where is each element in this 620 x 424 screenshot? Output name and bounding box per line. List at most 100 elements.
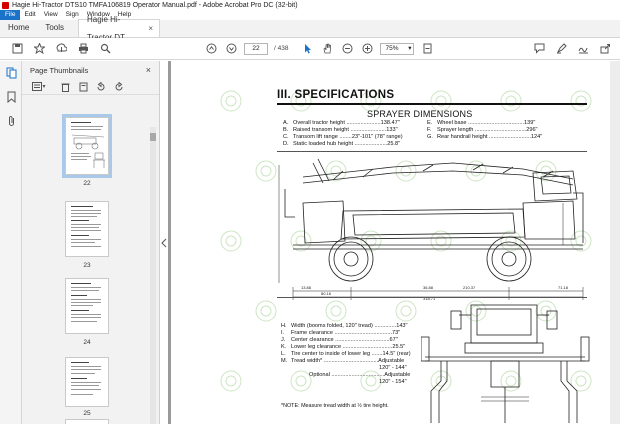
- share-icon[interactable]: [598, 42, 612, 56]
- dimension-label: 13.88: [301, 285, 312, 290]
- menu-view[interactable]: View: [43, 11, 58, 18]
- panel-title: Page Thumbnails: [30, 65, 89, 75]
- tab-document[interactable]: Hagie Hi-Tractor DT... ×: [78, 15, 161, 42]
- zoom-select[interactable]: 75% ▾: [380, 42, 415, 55]
- main-toolbar: 22 / 438 75% ▾: [0, 38, 620, 60]
- dimension-row: F.Sprayer length .......................…: [427, 127, 538, 133]
- dimension-list-left: A.Overall tractor height ...............…: [283, 120, 403, 148]
- menu-bar: File Edit View Sign Window Help: [0, 10, 620, 20]
- dimension-row: A.Overall tractor height ...............…: [283, 120, 400, 126]
- dimension-row: 120" - 154": [379, 379, 407, 385]
- menu-help[interactable]: Help: [117, 11, 132, 18]
- dimension-row: E.Wheel base ...........................…: [427, 120, 536, 126]
- dimension-list-right: E.Wheel base ...........................…: [427, 120, 542, 141]
- close-icon[interactable]: ×: [148, 23, 154, 33]
- menu-file[interactable]: File: [0, 10, 21, 20]
- left-nav-rail: [0, 61, 22, 424]
- dimension-row: H.Width (booms folded, 120" tread) .....…: [281, 323, 408, 329]
- dimension-row: L.Tire center to inside of lower leg ...…: [281, 351, 411, 357]
- attachment-icon[interactable]: [0, 109, 22, 133]
- thumbnail-page[interactable]: [65, 201, 109, 257]
- dimension-row: I.Frame clearance ......................…: [281, 330, 401, 336]
- chevron-down-icon: ▾: [42, 84, 46, 90]
- dimension-label: 80.16: [321, 291, 332, 296]
- menu-sign[interactable]: Sign: [65, 11, 79, 18]
- close-icon[interactable]: ×: [145, 65, 151, 75]
- dimension-row: J.Center clearance .....................…: [281, 337, 398, 343]
- heading-rule: [277, 103, 587, 105]
- chevron-down-icon: ▾: [408, 44, 412, 52]
- page-down-icon[interactable]: [224, 42, 238, 56]
- dimension-row: G.Rear handrail height .................…: [427, 134, 543, 140]
- fit-page-icon[interactable]: [420, 42, 434, 56]
- zoom-value: 75%: [385, 44, 399, 52]
- save-icon[interactable]: [10, 42, 24, 56]
- hand-icon[interactable]: [320, 42, 334, 56]
- dimension-label: 36.88: [423, 285, 434, 290]
- document-scrollbar[interactable]: [610, 61, 620, 424]
- scrollbar-thumb[interactable]: [150, 133, 156, 141]
- document-view[interactable]: III. SPECIFICATIONS SPRAYER DIMENSIONS A…: [168, 61, 620, 424]
- rotate-left-icon[interactable]: [96, 81, 106, 93]
- section-divider: [277, 297, 587, 298]
- print-icon[interactable]: [76, 42, 90, 56]
- page-thumbnails-panel: Page Thumbnails × ▾ 22: [22, 61, 160, 424]
- tread-width-footnote: *NOTE: Measure tread width at ½ tire hei…: [281, 403, 389, 409]
- menu-window[interactable]: Window: [86, 11, 110, 18]
- zoom-out-icon[interactable]: [340, 42, 354, 56]
- tab-tools[interactable]: Tools: [45, 23, 65, 32]
- sign-icon[interactable]: [576, 42, 590, 56]
- acrobat-icon: [2, 1, 9, 9]
- thumbnail-label: 23: [83, 262, 91, 269]
- section-divider: [277, 151, 587, 152]
- pdf-page: III. SPECIFICATIONS SPRAYER DIMENSIONS A…: [171, 61, 611, 424]
- dimension-label: 71.18: [558, 285, 569, 290]
- comment-icon[interactable]: [532, 42, 546, 56]
- dimension-row: D.Static loaded hub height .............…: [283, 141, 401, 147]
- section-heading: III. SPECIFICATIONS: [277, 89, 395, 101]
- dimension-row: Optional ...............................…: [309, 372, 411, 378]
- thumbnail-scrollbar[interactable]: [150, 127, 156, 424]
- page-number-input[interactable]: 22: [244, 42, 268, 55]
- dimension-list-lower: H.Width (booms folded, 120" tread) .....…: [281, 323, 411, 386]
- dimension-row: C.Transom lift range ........23"-101" (7…: [283, 134, 403, 140]
- dimension-label: 210.37: [463, 285, 476, 290]
- title-bar: Hagie Hi-Tractor DTS10 TMFA106819 Operat…: [0, 0, 620, 10]
- rotate-right-icon[interactable]: [114, 81, 124, 93]
- thumbnail-page[interactable]: [65, 278, 109, 334]
- page-up-icon[interactable]: [204, 42, 218, 56]
- thumbnail-label: 25: [83, 410, 91, 417]
- thumbnail-options-icon[interactable]: ▾: [30, 81, 48, 93]
- tab-home[interactable]: Home: [8, 23, 30, 32]
- window-title: Hagie Hi-Tractor DTS10 TMFA106819 Operat…: [12, 1, 298, 9]
- upload-icon[interactable]: [54, 42, 68, 56]
- tab-bar: Home Tools Hagie Hi-Tractor DT... ×: [0, 15, 620, 42]
- dimension-label: 318.71: [423, 296, 436, 301]
- tractor-side-view-drawing: 13.88 80.16 36.88 210.37 318.71 71.18: [278, 158, 584, 301]
- zoom-in-icon[interactable]: [360, 42, 374, 56]
- thumbnail-label: 24: [83, 339, 91, 346]
- thumbnail-page[interactable]: [65, 357, 109, 407]
- tab-document-label: Hagie Hi-Tractor DT...: [87, 14, 131, 42]
- menu-edit[interactable]: Edit: [24, 11, 36, 18]
- delete-icon[interactable]: [60, 81, 70, 93]
- page-thumbnails-icon[interactable]: [0, 61, 22, 85]
- highlight-icon[interactable]: [554, 42, 568, 56]
- tractor-front-view-drawing: [421, 304, 590, 423]
- extract-page-icon[interactable]: [78, 81, 88, 93]
- bookmark-icon[interactable]: [0, 85, 22, 109]
- search-icon[interactable]: [98, 42, 112, 56]
- panel-collapse-icon[interactable]: [161, 238, 167, 250]
- watermark-pattern: [220, 90, 592, 392]
- thumbnail-page[interactable]: [65, 419, 109, 424]
- bookmark-star-icon[interactable]: [32, 42, 46, 56]
- dimension-row: K.Lower leg clearance ..................…: [281, 344, 406, 350]
- sprayer-dimensions-title: SPRAYER DIMENSIONS: [367, 109, 473, 119]
- thumbnail-page[interactable]: [62, 114, 112, 178]
- dimension-row: B.Raised transom height ................…: [283, 127, 398, 133]
- select-arrow-icon[interactable]: [300, 42, 314, 56]
- panel-toolbar: ▾: [22, 79, 159, 95]
- thumbnail-list: 22 23: [22, 113, 152, 424]
- dimension-row: 120" - 144": [379, 365, 407, 371]
- thumbnail-label: 22: [83, 180, 91, 187]
